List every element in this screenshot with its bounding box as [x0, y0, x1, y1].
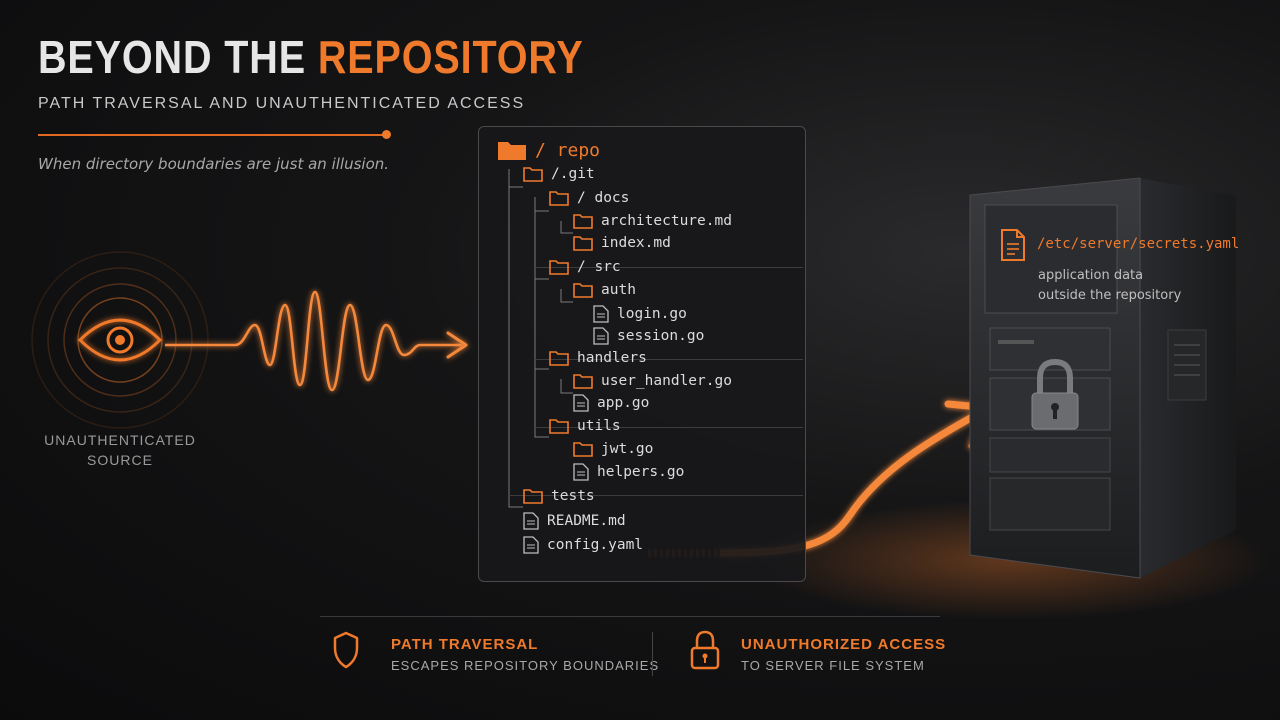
tree-item[interactable]: config.yaml	[523, 536, 643, 554]
tree-separator	[535, 267, 803, 268]
folder-icon	[498, 142, 526, 160]
folder-icon	[573, 442, 593, 457]
tree-item[interactable]: / src	[549, 259, 621, 275]
shield-icon	[333, 631, 359, 669]
tree-item-label: index.md	[601, 235, 671, 251]
tree-separator	[535, 359, 803, 360]
tree-item-label: architecture.md	[601, 213, 732, 229]
file-icon	[593, 305, 609, 323]
source-label-line1: UNAUTHENTICATED	[44, 432, 196, 448]
title-accent: REPOSITORY	[317, 31, 584, 83]
tree-item-label: /.git	[551, 166, 595, 182]
tree-separator	[535, 427, 803, 428]
tree-item[interactable]: handlers	[549, 350, 647, 366]
file-icon	[573, 463, 589, 481]
folder-icon	[549, 260, 569, 275]
folder-icon	[549, 191, 569, 206]
signal-wave	[165, 290, 468, 392]
tree-item-label: README.md	[547, 513, 626, 529]
tree-item[interactable]: utils	[549, 418, 621, 434]
tree-separator	[509, 495, 803, 496]
folder-icon	[573, 236, 593, 251]
tree-item-label: / docs	[577, 190, 630, 206]
lock-icon	[690, 630, 720, 670]
tree-item-label: user_handler.go	[601, 373, 732, 389]
tree-item-label: config.yaml	[547, 537, 644, 553]
tree-item[interactable]: tests	[523, 488, 595, 504]
tree-item[interactable]: login.go	[593, 305, 687, 323]
source-label: UNAUTHENTICATED SOURCE	[40, 430, 200, 470]
tree-item[interactable]: / docs	[549, 190, 629, 206]
tree-item-label: auth	[601, 282, 636, 298]
folder-icon	[573, 214, 593, 229]
tree-item[interactable]: index.md	[573, 235, 671, 251]
tree-root[interactable]: / repo	[497, 139, 600, 161]
folder-icon	[523, 489, 543, 504]
feature-unauthorized-access-title: UNAUTHORIZED ACCESS	[741, 636, 947, 653]
secret-file-path: /etc/server/secrets.yaml	[1037, 236, 1240, 252]
tree-item[interactable]: /.git	[523, 166, 595, 182]
tree-item[interactable]: auth	[573, 282, 636, 298]
tree-item-label: / src	[577, 259, 621, 275]
tree-item[interactable]: jwt.go	[573, 441, 653, 457]
title-main: BEYOND THE	[38, 31, 318, 83]
file-icon	[593, 327, 609, 345]
tree-root-label: / repo	[535, 139, 601, 161]
tree-item-label: helpers.go	[597, 464, 685, 480]
tree-item[interactable]: session.go	[593, 327, 704, 345]
tree-item[interactable]: app.go	[573, 394, 649, 412]
feature-unauthorized-access-subtitle: TO SERVER FILE SYSTEM	[741, 658, 925, 673]
file-icon	[573, 394, 589, 412]
feature-path-traversal-subtitle: ESCAPES REPOSITORY BOUNDARIES	[391, 658, 660, 673]
eye-icon	[31, 251, 209, 429]
folder-icon	[523, 167, 543, 182]
source-label-line2: SOURCE	[87, 452, 153, 468]
page-title: BEYOND THE REPOSITORY	[38, 30, 584, 84]
file-icon	[523, 512, 539, 530]
file-icon	[523, 536, 539, 554]
secret-file-desc-line1: application data	[1038, 268, 1144, 283]
footer-vertical-divider	[652, 632, 653, 676]
title-underline-dot	[382, 130, 391, 139]
repo-tree-panel: / repo /.git / docs architecture.md index.m…	[478, 126, 806, 582]
tree-item-label: app.go	[597, 395, 650, 411]
tree-item[interactable]: README.md	[523, 512, 626, 530]
tree-guides	[508, 169, 573, 508]
tree-item-label: session.go	[617, 328, 705, 344]
secret-file-desc-line2: outside the repository	[1038, 288, 1182, 303]
feature-path-traversal-title: PATH TRAVERSAL	[391, 636, 539, 653]
tree-item[interactable]: helpers.go	[573, 463, 684, 481]
tree-item-label: utils	[577, 418, 621, 434]
title-underline	[38, 134, 386, 136]
server-cabinet	[969, 177, 1236, 579]
tagline: When directory boundaries are just an il…	[38, 155, 390, 173]
tree-item[interactable]: architecture.md	[573, 213, 732, 229]
tree-item-label: handlers	[577, 350, 647, 366]
page-subtitle: PATH TRAVERSAL AND UNAUTHENTICATED ACCES…	[38, 95, 526, 112]
padlock-icon	[1031, 358, 1079, 430]
footer-divider	[320, 616, 940, 617]
folder-icon	[549, 419, 569, 434]
tree-item-label: jwt.go	[601, 441, 654, 457]
folder-icon	[573, 283, 593, 298]
folder-icon	[549, 351, 569, 366]
folder-icon	[573, 374, 593, 389]
tree-item-label: login.go	[617, 306, 687, 322]
file-icon	[1001, 229, 1025, 261]
tree-item[interactable]: user_handler.go	[573, 373, 732, 389]
tree-item-label: tests	[551, 488, 595, 504]
